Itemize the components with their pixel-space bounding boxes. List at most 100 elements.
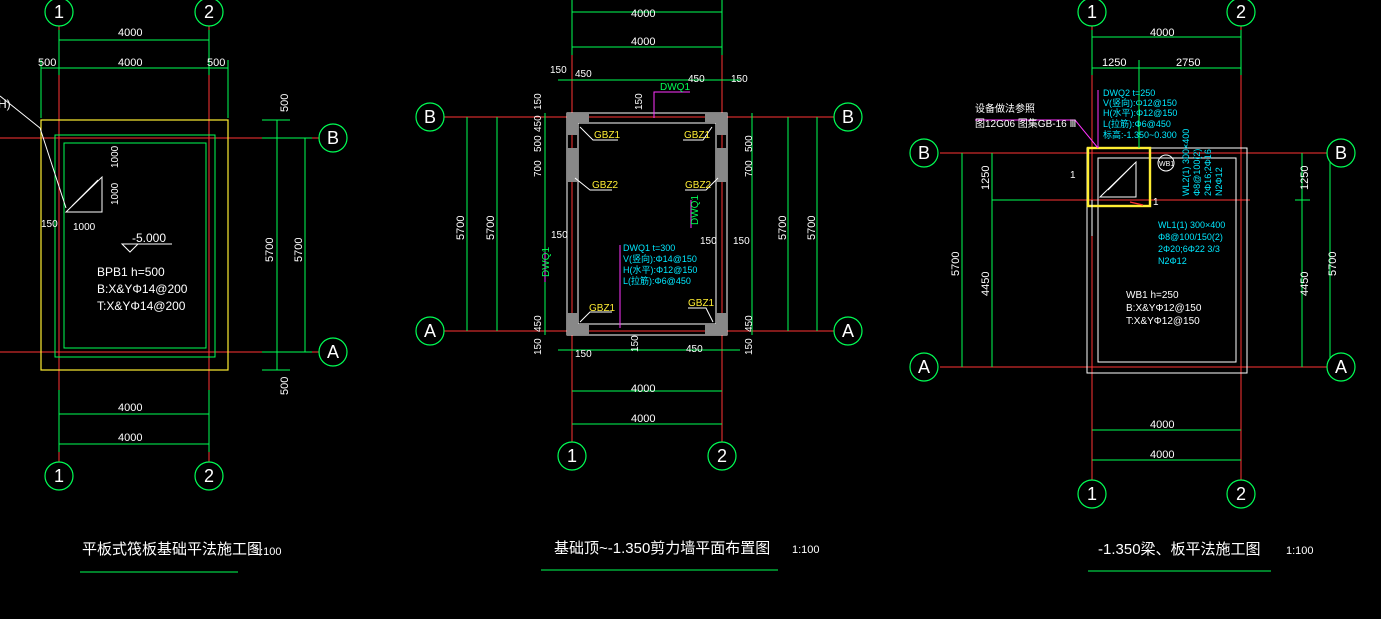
dim3-top-total: 4000	[1150, 27, 1174, 39]
wall3-table-line-2: V(竖向):Φ12@150	[1103, 97, 1177, 108]
wall-dim-9: 700	[533, 160, 544, 177]
equipment-pit	[1086, 146, 1152, 208]
wall-dim-3: 450	[688, 74, 705, 85]
wall-dim-12: 150	[551, 230, 568, 241]
wall-label-right: DWQ1	[690, 195, 701, 225]
grid3-bubble-B-right	[1326, 138, 1356, 168]
dim-right-total: 5700	[293, 238, 305, 262]
grid2-bubble-2-bottom	[707, 441, 737, 471]
wall-dim-19: 150	[575, 349, 592, 360]
dimension-lines-3	[961, 30, 1331, 461]
dim3-top-part-2: 2750	[1176, 57, 1200, 69]
wall-dim-2: 450	[575, 69, 592, 80]
grid3-label-B-right: B	[1335, 143, 1347, 163]
dim2-right-2: 5700	[806, 216, 818, 240]
beam-table-line-1: WL1(1) 300×400	[1158, 220, 1225, 230]
beam-vertical-table: WL2(1) 300×400 Φ8@100(2) 2Φ16;2Φ16 N2Φ12	[1181, 129, 1224, 196]
column-label-5: GBZ1	[589, 303, 616, 314]
equipment-note-2: 图12G06 图集GB-16 Ⅲ	[975, 117, 1076, 130]
wall-dim-10: 500	[744, 135, 755, 152]
dim3-top-part-1: 1250	[1102, 57, 1126, 69]
wall-dim-6: 150	[634, 93, 645, 110]
drawing1-scale: 1:100	[254, 546, 282, 558]
wall-dim-16: 150	[744, 338, 755, 355]
grid2-label-1-bottom: 1	[567, 446, 577, 466]
raft-wall-lines	[54, 134, 216, 358]
wall-dim-7: 450	[533, 115, 544, 132]
grid2-label-A-left: A	[424, 321, 436, 341]
wall-dim-4: 150	[731, 74, 748, 85]
beam-v-line-3: 2Φ16;2Φ16	[1203, 149, 1213, 196]
grid3-label-A-right: A	[1335, 357, 1347, 377]
grid2-bubble-B-right	[833, 102, 863, 132]
grid3-bubble-1-bottom	[1077, 479, 1107, 509]
section-mark-left: 1	[1070, 170, 1076, 181]
grid-label-1-bottom: 1	[54, 466, 64, 486]
grid-label-2-bottom: 2	[204, 466, 214, 486]
dim3-right-part-2: 4450	[1299, 272, 1311, 296]
grid-label-A: A	[327, 342, 339, 362]
wall-table-line-4: L(拉筋):Φ6@450	[623, 275, 691, 286]
shear-walls	[566, 112, 728, 336]
boundary-columns	[567, 113, 727, 335]
dim-top-part-left: 500	[38, 57, 56, 69]
column-leaders	[574, 126, 719, 323]
grid3-bubble-2-bottom	[1226, 479, 1256, 509]
slab-name: BPB1 h=500	[97, 265, 165, 279]
grid2-bubble-1-bottom	[557, 441, 587, 471]
wall3-table-line-1: DWQ2 t=250	[1103, 88, 1155, 98]
grid-bubble-B	[318, 123, 348, 153]
note-leader	[975, 119, 1099, 149]
bottom-dimensions	[58, 390, 210, 452]
grid2-bubble-B-left	[415, 102, 445, 132]
wall-dim-1: 150	[550, 65, 567, 76]
wall-table-line-2: V(竖向):Φ14@150	[623, 253, 697, 264]
section-mark-right: 1	[1153, 197, 1159, 208]
dimension-lines-2	[466, 0, 818, 425]
sump-leader-line	[0, 95, 67, 209]
sump-pit-symbol	[64, 175, 103, 213]
grid2-label-B-left: B	[424, 107, 436, 127]
grid-label-1-top: 1	[54, 2, 64, 22]
right-dimensions	[262, 119, 312, 371]
drawing2-title: 基础顶~-1.350剪力墙平面布置图	[554, 540, 770, 557]
level-triangle	[120, 243, 140, 253]
beam-table: WL1(1) 300×400 Φ8@100/150(2) 2Φ20;6Φ22 3…	[1158, 220, 1225, 266]
grid3-bubble-A-right	[1326, 352, 1356, 382]
drawing3-scale: 1:100	[1286, 545, 1314, 557]
beam-outlines	[1086, 147, 1248, 374]
slab-tag-circle	[1157, 154, 1175, 172]
column-label-2: GBZ1	[684, 130, 711, 141]
slab-tag: WB1	[1159, 161, 1174, 168]
sump-dim-1: 1000	[110, 145, 121, 168]
dim3-bottom-2: 4000	[1150, 449, 1174, 461]
dim3-bottom-1: 4000	[1150, 419, 1174, 431]
dim-right-part-bottom: 500	[279, 377, 291, 395]
grid3-bubble-B-left	[909, 138, 939, 168]
dim2-bottom-2: 4000	[631, 413, 655, 425]
grid3-bubble-1-top	[1077, 0, 1107, 27]
dim2-top-1: 4000	[631, 8, 655, 20]
top-dimensions	[40, 30, 229, 118]
slab-top-rebar: T:X&YΦ14@200	[97, 299, 186, 313]
wall-dim-14: 150	[533, 338, 544, 355]
slab3-top: T:X&YΦ12@150	[1126, 316, 1200, 327]
wall-dim-5: 150	[533, 93, 544, 110]
drawing-shear-wall-layout: 4000 4000 4000 4000 5700 5700 5700 5700 …	[415, 0, 863, 571]
grid-bubble-2-bottom	[194, 461, 224, 491]
dim-bottom-2: 4000	[118, 432, 142, 444]
grid-bubble-1-top	[44, 0, 74, 27]
grid2-label-A-right: A	[842, 321, 854, 341]
grid2-bubble-A-right	[833, 316, 863, 346]
wall-dim-15: 450	[744, 315, 755, 332]
grid-bubble-A	[318, 337, 348, 367]
slab-bottom-rebar: B:X&YΦ14@200	[97, 282, 188, 296]
dim-right-part-top: 500	[279, 94, 291, 112]
wall-rebar-table: DWQ1 t=300 V(竖向):Φ14@150 H(水平):Φ12@150 L…	[623, 243, 697, 286]
grid3-label-1-top: 1	[1087, 2, 1097, 22]
wall-dim-17: 150	[733, 236, 750, 247]
beam-v-line-2: Φ8@100(2)	[1192, 149, 1202, 196]
wall-dim-21: 150	[700, 236, 717, 247]
wall-dim-8: 500	[533, 135, 544, 152]
wall-leaders	[544, 91, 692, 328]
